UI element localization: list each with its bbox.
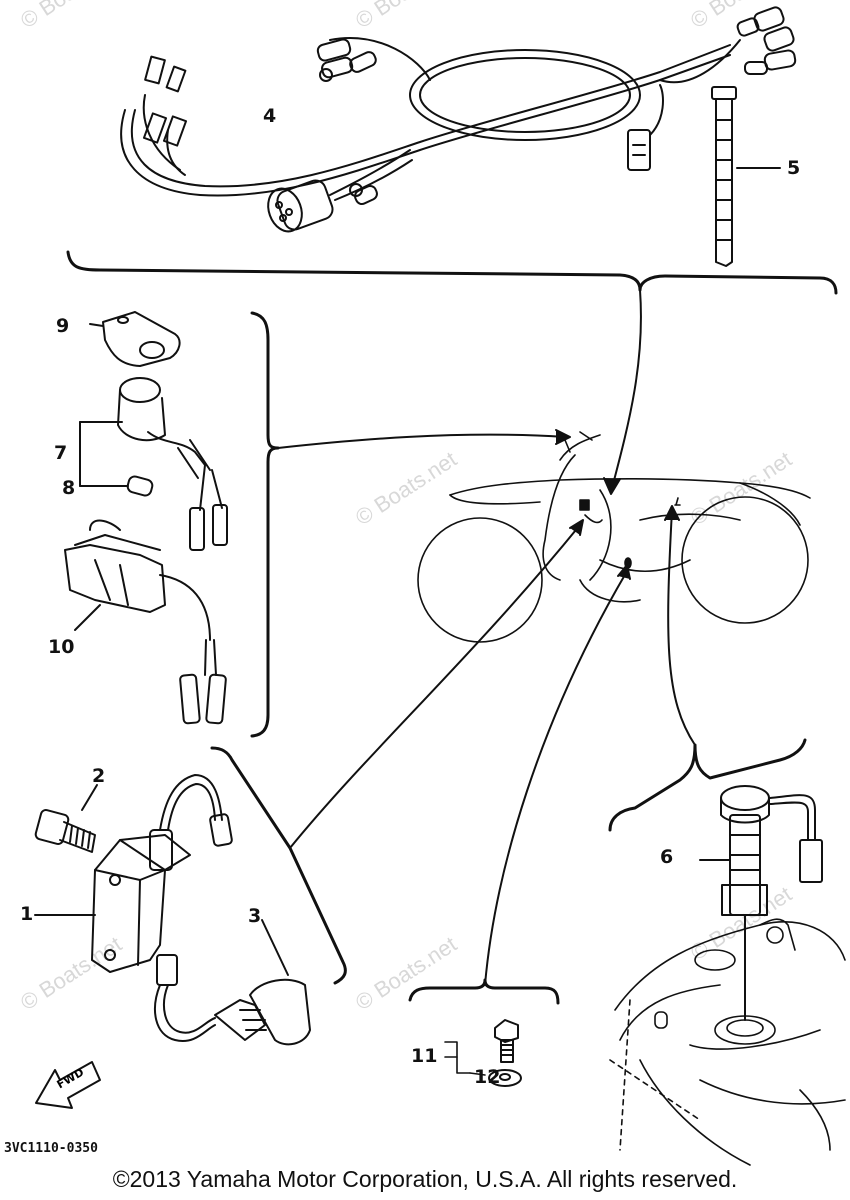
fuel-tank-outline bbox=[609, 918, 846, 1166]
motorcycle-outline bbox=[417, 431, 811, 643]
socket-part-8 bbox=[79, 421, 154, 497]
callout-1: 1 bbox=[20, 903, 34, 925]
ignition-coil-part-1 bbox=[34, 774, 233, 1042]
callout-8: 8 bbox=[62, 477, 76, 499]
wire-harness-part-4 bbox=[120, 6, 797, 233]
plate-part-9 bbox=[89, 311, 181, 367]
part-code: 3VC1110-0350 bbox=[4, 1141, 98, 1156]
screw-part-11 bbox=[494, 1019, 519, 1063]
callout-4: 4 bbox=[263, 105, 277, 127]
forward-arrow-icon bbox=[35, 1061, 101, 1109]
callout-5: 5 bbox=[787, 157, 801, 179]
copyright-notice: ©2013 Yamaha Motor Corporation, U.S.A. A… bbox=[112, 1166, 738, 1192]
plug-cap-part-7 bbox=[79, 377, 228, 551]
washer-part-12 bbox=[488, 1069, 522, 1087]
callout-7: 7 bbox=[54, 442, 68, 464]
callout-6: 6 bbox=[660, 846, 674, 868]
callout-9: 9 bbox=[56, 315, 70, 337]
callout-10: 10 bbox=[48, 636, 75, 658]
callout-12: 12 bbox=[474, 1066, 501, 1088]
callout-3: 3 bbox=[248, 905, 262, 927]
bolt-part-2 bbox=[34, 784, 98, 853]
callout-2: 2 bbox=[92, 765, 106, 787]
callout-11: 11 bbox=[411, 1045, 438, 1067]
cable-tie-part-5 bbox=[711, 86, 781, 267]
sensor-part-6 bbox=[699, 785, 823, 1021]
spark-plug-cap-part-3 bbox=[214, 919, 311, 1046]
unit-part-10 bbox=[64, 519, 227, 725]
